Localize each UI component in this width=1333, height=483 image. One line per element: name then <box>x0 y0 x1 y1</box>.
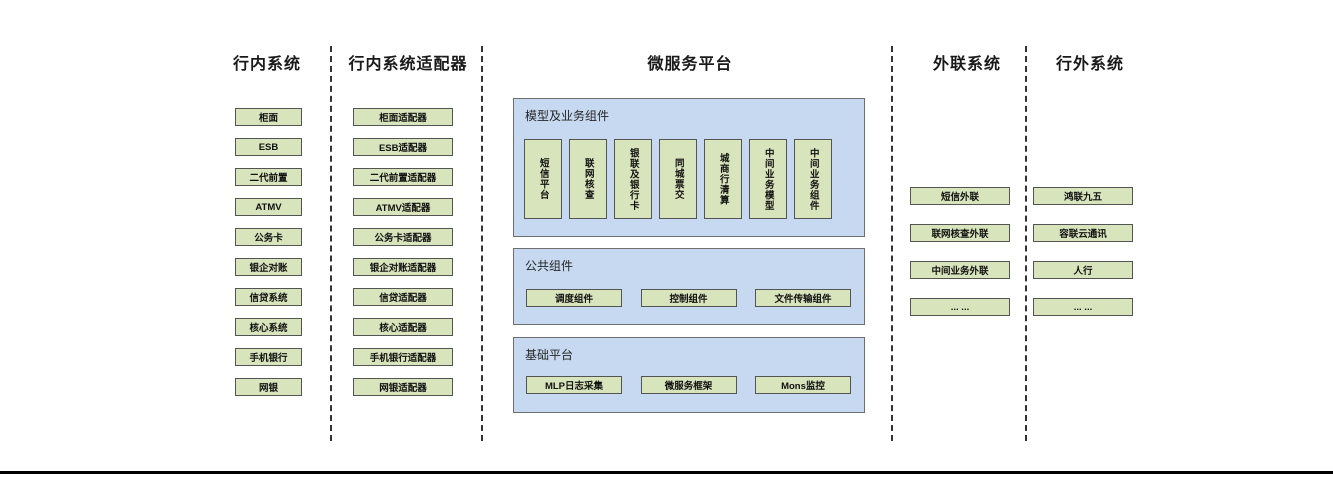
component-box: 微服务框架 <box>640 376 737 394</box>
system-box: 核心系统 <box>235 318 302 336</box>
column-title-internal-systems: 行内系统 <box>232 56 301 73</box>
outside-systems-list: 鸿联九五容联云通讯人行 ... ... <box>1033 187 1133 316</box>
adapter-box: 柜面适配器 <box>353 108 453 126</box>
component-box-vertical: 银联及银行卡 <box>614 139 652 219</box>
adapter-box: 网银适配器 <box>353 378 453 396</box>
column-divider-1 <box>330 46 332 441</box>
component-box: Mons监控 <box>755 376 851 394</box>
bottom-rule <box>0 471 1333 474</box>
component-box: 文件传输组件 <box>755 289 851 307</box>
system-box: ATMV <box>235 198 302 216</box>
column-divider-2 <box>481 46 483 441</box>
column-title-microservice-platform: 微服务平台 <box>647 56 733 73</box>
outside-system-box: 容联云通讯 <box>1033 224 1133 242</box>
external-link-systems-list: 短信外联联网核查外联中间业务外联 ... ... <box>910 187 1010 316</box>
column-title-internal-adapters: 行内系统适配器 <box>348 56 468 73</box>
panel-title: 模型及业务组件 <box>525 109 610 123</box>
panel-title: 公共组件 <box>525 259 574 273</box>
column-divider-3 <box>891 46 893 441</box>
component-box-vertical: 中间业务模型 <box>749 139 787 219</box>
common-components-row: 调度组件控制组件文件传输组件 <box>526 289 851 307</box>
adapter-box: 银企对账适配器 <box>353 258 453 276</box>
external-link-box: ... ... <box>910 298 1010 316</box>
system-box: 柜面 <box>235 108 302 126</box>
component-box-vertical: 城商行清算 <box>704 139 742 219</box>
column-title-external-link-systems: 外联系统 <box>932 56 1001 73</box>
component-box: MLP日志采集 <box>526 376 622 394</box>
adapter-box: 二代前置适配器 <box>353 168 453 186</box>
base-platform-row: MLP日志采集微服务框架 Mons监控 <box>526 376 851 394</box>
system-box: 银企对账 <box>235 258 302 276</box>
internal-systems-list: 柜面 ESB 二代前置 ATMV 公务卡银企对账信贷系统核心系统手机银行网银 <box>235 108 302 396</box>
adapter-box: 手机银行适配器 <box>353 348 453 366</box>
component-box: 控制组件 <box>640 289 737 307</box>
adapter-box: ATMV适配器 <box>353 198 453 216</box>
vertical-component-row: 短信平台联网核查银联及银行卡同城票交城商行清算中间业务模型中间业务组件 <box>524 139 832 219</box>
adapter-box: 核心适配器 <box>353 318 453 336</box>
panel-common-components: 公共组件 调度组件控制组件文件传输组件 <box>513 248 865 325</box>
component-box-vertical: 中间业务组件 <box>794 139 832 219</box>
component-box-vertical: 同城票交 <box>659 139 697 219</box>
panel-title: 基础平台 <box>525 348 574 362</box>
system-box: 网银 <box>235 378 302 396</box>
panel-model-business-components: 模型及业务组件 短信平台联网核查银联及银行卡同城票交城商行清算中间业务模型中间业… <box>513 98 865 237</box>
adapter-box: ESB适配器 <box>353 138 453 156</box>
external-link-box: 中间业务外联 <box>910 261 1010 279</box>
system-box: 手机银行 <box>235 348 302 366</box>
outside-system-box: ... ... <box>1033 298 1133 316</box>
column-title-outside-systems: 行外系统 <box>1055 56 1124 73</box>
component-box-vertical: 短信平台 <box>524 139 562 219</box>
adapter-box: 公务卡适配器 <box>353 228 453 246</box>
panel-base-platform: 基础平台 MLP日志采集微服务框架 Mons监控 <box>513 337 865 413</box>
system-box: 公务卡 <box>235 228 302 246</box>
external-link-box: 联网核查外联 <box>910 224 1010 242</box>
column-divider-4 <box>1025 46 1027 441</box>
system-box: ESB <box>235 138 302 156</box>
outside-system-box: 人行 <box>1033 261 1133 279</box>
component-box: 调度组件 <box>526 289 622 307</box>
external-link-box: 短信外联 <box>910 187 1010 205</box>
system-box: 二代前置 <box>235 168 302 186</box>
component-box-vertical: 联网核查 <box>569 139 607 219</box>
internal-adapters-list: 柜面适配器 ESB适配器二代前置适配器 ATMV适配器公务卡适配器银企对账适配器信贷… <box>353 108 453 396</box>
system-box: 信贷系统 <box>235 288 302 306</box>
adapter-box: 信贷适配器 <box>353 288 453 306</box>
outside-system-box: 鸿联九五 <box>1033 187 1133 205</box>
